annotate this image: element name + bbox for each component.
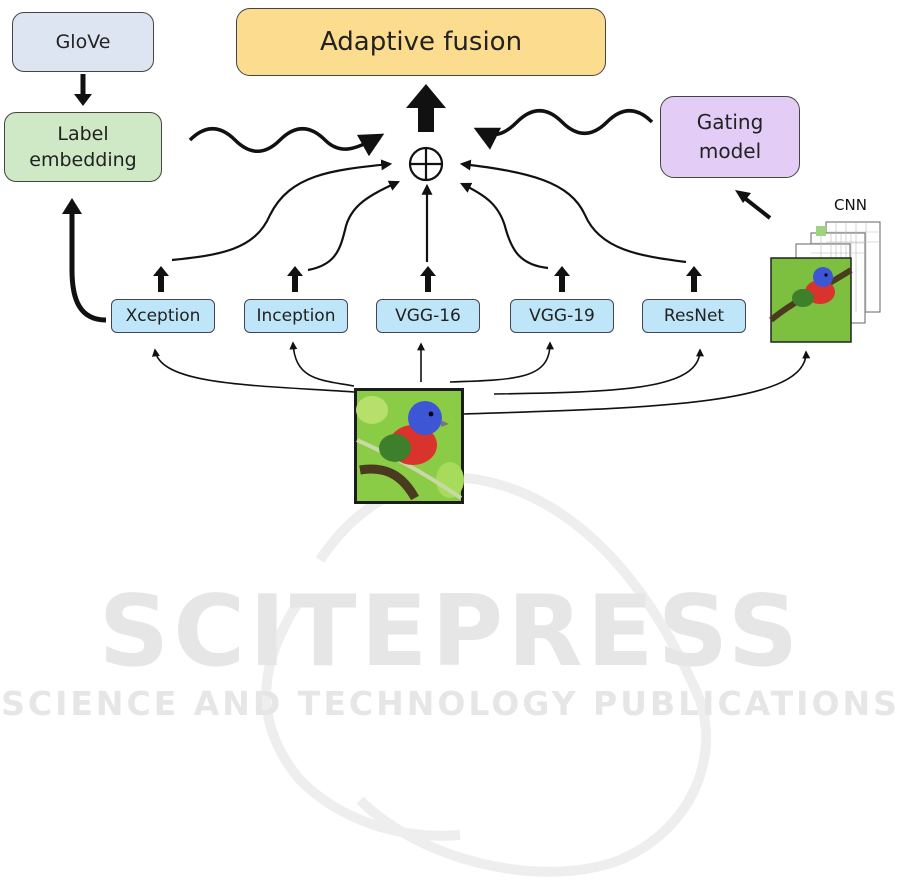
arrow-cnn-to-gating: [735, 190, 770, 218]
model-box-vgg19: VGG-19: [510, 299, 614, 333]
gating-model-box: Gating model: [660, 96, 800, 178]
wave-embedding-to-fusion: [190, 129, 380, 152]
model-box-inception: Inception: [244, 299, 348, 333]
model-up-arrows: [153, 266, 702, 292]
curve-vgg19-to-oplus: [462, 184, 548, 268]
cnn-label: CNN: [834, 196, 867, 214]
image-to-model-arrows: [155, 343, 806, 414]
curve-xception-to-oplus: [172, 164, 390, 260]
model-box-resnet: ResNet: [642, 299, 746, 333]
model-box-vgg16: VGG-16: [376, 299, 480, 333]
glove-box: GloVe: [12, 12, 154, 72]
adaptive-fusion-box: Adaptive fusion: [236, 8, 606, 76]
sum-operator-icon: [408, 146, 444, 182]
arrow-to-fusion: [406, 84, 446, 132]
model-box-xception: Xception: [111, 299, 215, 333]
bird-thumbnail-small: [771, 258, 851, 342]
curve-inception-to-oplus: [308, 182, 398, 270]
label-embedding-box: Label embedding: [4, 112, 162, 182]
arrow-xception-to-embedding: [62, 198, 106, 320]
bird-image-main: [354, 388, 464, 504]
curve-resnet-to-oplus: [462, 164, 686, 262]
wave-gating-to-fusion: [478, 111, 652, 135]
arrow-glove-to-embedding: [74, 74, 92, 106]
